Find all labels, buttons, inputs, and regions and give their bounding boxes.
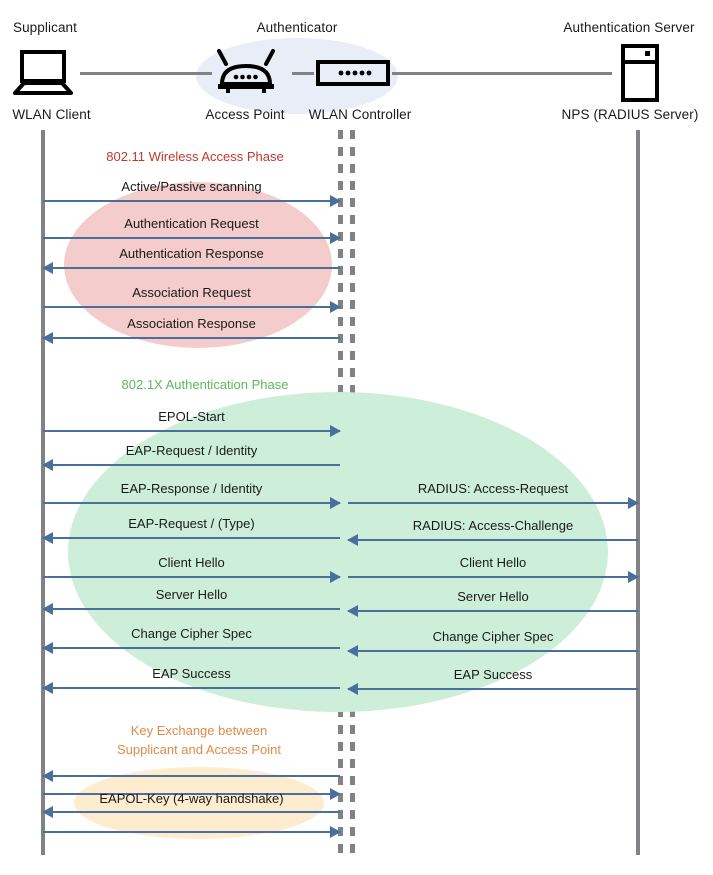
arrow-head-right-icon [330,425,341,437]
message-label: Authentication Response [119,246,264,261]
message-label: Association Request [132,285,251,300]
arrow-line [43,811,340,813]
arrow-line [43,576,340,578]
arrow-line [43,537,340,539]
arrow-head-right-icon [330,497,341,509]
arrow-head-left-icon [42,332,53,344]
laptop-icon [12,50,74,96]
arrow-line [43,775,340,777]
message-label: EAP-Response / Identity [120,481,263,496]
arrow-head-left-icon [42,532,53,544]
actor-role-authenticator: Authenticator [256,20,338,35]
arrow-line [43,200,340,202]
arrow-head-left-icon [347,645,358,657]
arrow-line [348,650,638,652]
authenticator-halo [196,38,398,114]
message-label: RADIUS: Access-Challenge [412,518,574,533]
arrow-head-right-icon [330,826,341,838]
actor-device-wlan-client: WLAN Client [12,107,91,122]
arrow-line [348,688,638,690]
arrow-head-left-icon [42,770,53,782]
arrow-line [43,337,340,339]
message-label: Client Hello [459,555,527,570]
arrow-head-left-icon [347,534,358,546]
arrow-line [43,793,340,795]
arrow-head-right-icon [330,232,341,244]
arrow-line [43,831,340,833]
phase-ellipse-key-exchange [74,767,324,839]
arrow-line [43,502,340,504]
arrow-head-left-icon [42,603,53,615]
arrow-line [43,687,340,689]
phase-title-wireless-access: 802.11 Wireless Access Phase [106,149,284,164]
arrow-line [43,608,340,610]
wire-client-to-ap [80,72,212,75]
arrow-head-left-icon [42,682,53,694]
arrow-line [348,576,638,578]
lifeline-authentication-server [636,130,640,855]
arrow-head-right-icon [330,195,341,207]
arrow-head-right-icon [330,301,341,313]
actor-device-access-point: Access Point [205,107,285,122]
message-label: RADIUS: Access-Request [417,481,569,496]
message-label: EPOL-Start [158,409,225,424]
arrow-line [43,430,340,432]
arrow-line [43,647,340,649]
arrow-line [43,306,340,308]
message-label: Authentication Request [124,216,259,231]
arrow-line [348,502,638,504]
message-label: Server Hello [457,589,529,604]
actor-role-supplicant: Supplicant [12,20,78,35]
message-label: EAP Success [453,667,533,682]
actor-device-nps-radius-server: NPS (RADIUS Server) [561,107,699,122]
arrow-head-right-icon [628,497,639,509]
arrow-head-right-icon [330,788,341,800]
message-label: Association Response [127,316,256,331]
message-label: EAPOL-Key (4-way handshake) [99,791,284,806]
arrow-line [43,237,340,239]
message-label: EAP Success [152,666,231,681]
phase-title-key-exchange: Key Exchange between Supplicant and Acce… [116,723,282,757]
message-label: Client Hello [158,555,225,570]
arrow-head-left-icon [347,605,358,617]
arrow-head-right-icon [628,571,639,583]
message-label: EAP-Request / (Type) [128,516,255,531]
arrow-line [43,267,340,269]
server-icon [620,44,660,102]
phase-title-dot1x-authentication: 802.1X Authentication Phase [121,377,289,392]
access-point-icon [214,48,278,96]
wlan-controller-icon [316,60,390,86]
arrow-head-left-icon [42,459,53,471]
arrow-head-left-icon [42,806,53,818]
arrow-line [348,539,638,541]
message-label: Change Cipher Spec [432,629,554,644]
message-label: EAP-Request / Identity [125,443,258,458]
wire-controller-to-server [392,72,612,75]
arrow-line [348,610,638,612]
arrow-head-right-icon [330,571,341,583]
message-label: Change Cipher Spec [131,626,252,641]
arrow-line [43,464,340,466]
actor-device-wlan-controller: WLAN Controller [308,107,412,122]
actor-role-authentication-server: Authentication Server [563,20,695,35]
lifeline-supplicant [41,130,45,855]
phase-ellipse-wireless-access [64,182,332,348]
arrow-head-left-icon [42,642,53,654]
message-label: Active/Passive scanning [121,179,262,194]
wire-ap-to-controller [292,72,314,75]
phase-ellipse-dot1x-authentication [68,392,608,712]
arrow-head-left-icon [42,262,53,274]
message-label: Server Hello [155,587,228,602]
arrow-head-left-icon [347,683,358,695]
